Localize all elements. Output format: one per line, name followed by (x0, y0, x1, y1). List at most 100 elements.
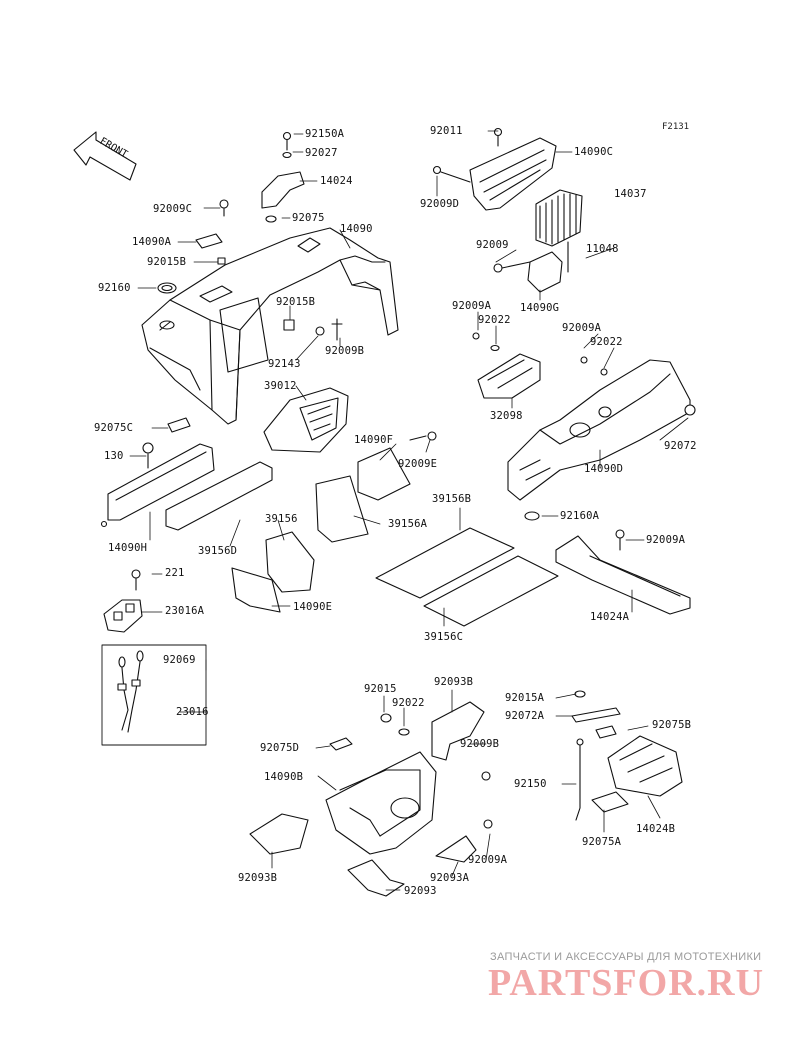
part-label: 92022 (392, 697, 425, 709)
part-label: 92011 (430, 125, 463, 137)
part-label: 92009A (468, 854, 508, 866)
pad-92075B (595, 725, 617, 739)
part-label: 23016 (176, 706, 209, 718)
part-label: 14024B (636, 823, 676, 835)
bracket-32098 (472, 332, 541, 399)
plate-92093B-left (249, 813, 309, 855)
bracket-92093 (347, 859, 405, 897)
part-label: 14090E (293, 601, 333, 613)
part-label: 92009A (562, 322, 602, 334)
part-label: 92009A (646, 534, 686, 546)
part-label: 92075B (652, 719, 692, 731)
rod-92150 (575, 738, 584, 821)
screen-14037 (535, 189, 583, 247)
foam-39156 (265, 531, 315, 593)
plate-92093A (435, 835, 477, 863)
part-label: 92075 (292, 212, 325, 224)
plate-14090E (231, 567, 281, 613)
part-label: 92075C (94, 422, 134, 434)
part-label: 92009A (452, 300, 492, 312)
part-label: 14090 (340, 223, 373, 235)
tray-14090B (325, 751, 437, 855)
part-label: 92022 (590, 336, 623, 348)
part-label: 14037 (614, 188, 647, 200)
pad-92075A (591, 791, 629, 813)
bracket-14024 (261, 131, 305, 223)
part-label: 92015A (505, 692, 545, 704)
part-label: 92093B (434, 676, 474, 688)
part-label: 14090H (108, 542, 148, 554)
bracket-14024A (555, 529, 691, 615)
part-label: 92009B (325, 345, 365, 357)
part-label: 221 (165, 567, 185, 579)
part-label: 14090A (132, 236, 172, 248)
watermark-caption: ЗАПЧАСТИ И АКСЕССУАРЫ ДЛЯ МОТОТЕХНИКИ (490, 951, 762, 963)
part-label: 92160A (560, 510, 600, 522)
screw-221 (131, 569, 141, 591)
part-label: 14090C (574, 146, 614, 158)
front-fender-14090 (141, 227, 399, 425)
panel-14090H (100, 442, 215, 528)
part-label: 92009D (420, 198, 460, 210)
front-arrow: FRONT (73, 131, 137, 181)
foam-39156A (315, 475, 369, 543)
part-label: 14090F (354, 434, 394, 446)
part-label: 92027 (305, 147, 338, 159)
part-label: 92009E (398, 458, 438, 470)
part-label: 92009C (153, 203, 193, 215)
sheet-39156C (423, 555, 559, 627)
part-label: 92009 (476, 239, 509, 251)
grille-14090C (432, 127, 557, 211)
part-label: 32098 (490, 410, 523, 422)
part-label: 92143 (268, 358, 301, 370)
part-label: 92093 (404, 885, 437, 897)
part-label: 92150A (305, 128, 345, 140)
plate-14090F (357, 431, 437, 501)
pad-92075D (329, 737, 353, 751)
part-label: 11048 (586, 243, 619, 255)
part-label: 39156A (388, 518, 428, 530)
part-label: 92015 (364, 683, 397, 695)
grommet-92160A (524, 511, 540, 521)
part-label: 92150 (514, 778, 547, 790)
part-label: 23016A (165, 605, 205, 617)
foam-39156D (165, 461, 273, 531)
part-label: 92015B (276, 296, 316, 308)
part-label: 92093B (238, 872, 278, 884)
frame-14090D (507, 356, 696, 501)
part-label: 39156B (432, 493, 472, 505)
part-label: 14090G (520, 302, 560, 314)
part-label: 92072 (664, 440, 697, 452)
leader-lines (129, 130, 689, 891)
part-label: 39156D (198, 545, 238, 557)
diagram-code: F2131 (662, 122, 690, 132)
box-14024B (607, 735, 683, 797)
switch-23016A (103, 599, 143, 633)
part-label: 92160 (98, 282, 131, 294)
duct-39012 (263, 387, 349, 453)
cover-14090G (493, 241, 569, 293)
small-fasteners-left (157, 199, 343, 341)
watermark-brand: PARTSFOR.RU (488, 962, 765, 1004)
part-label: 39156 (265, 513, 298, 525)
part-label: 92022 (478, 314, 511, 326)
part-label: 92015B (147, 256, 187, 268)
part-label: 14090B (264, 771, 304, 783)
part-label: 39156C (424, 631, 464, 643)
part-label: 92075A (582, 836, 622, 848)
part-label: 92072A (505, 710, 545, 722)
part-label: 92009B (460, 738, 500, 750)
part-label: 14090D (584, 463, 624, 475)
part-label: 14024A (590, 611, 630, 623)
sheet-39156B (375, 527, 515, 599)
part-label: 92069 (163, 654, 196, 666)
fasteners-lower-mid (380, 713, 493, 829)
strap-92015A (571, 690, 621, 723)
plate-92093B-upper (431, 701, 485, 761)
part-label: 130 (104, 450, 124, 462)
part-label: 92075D (260, 742, 300, 754)
part-label: 92093A (430, 872, 470, 884)
part-label: 14024 (320, 175, 353, 187)
